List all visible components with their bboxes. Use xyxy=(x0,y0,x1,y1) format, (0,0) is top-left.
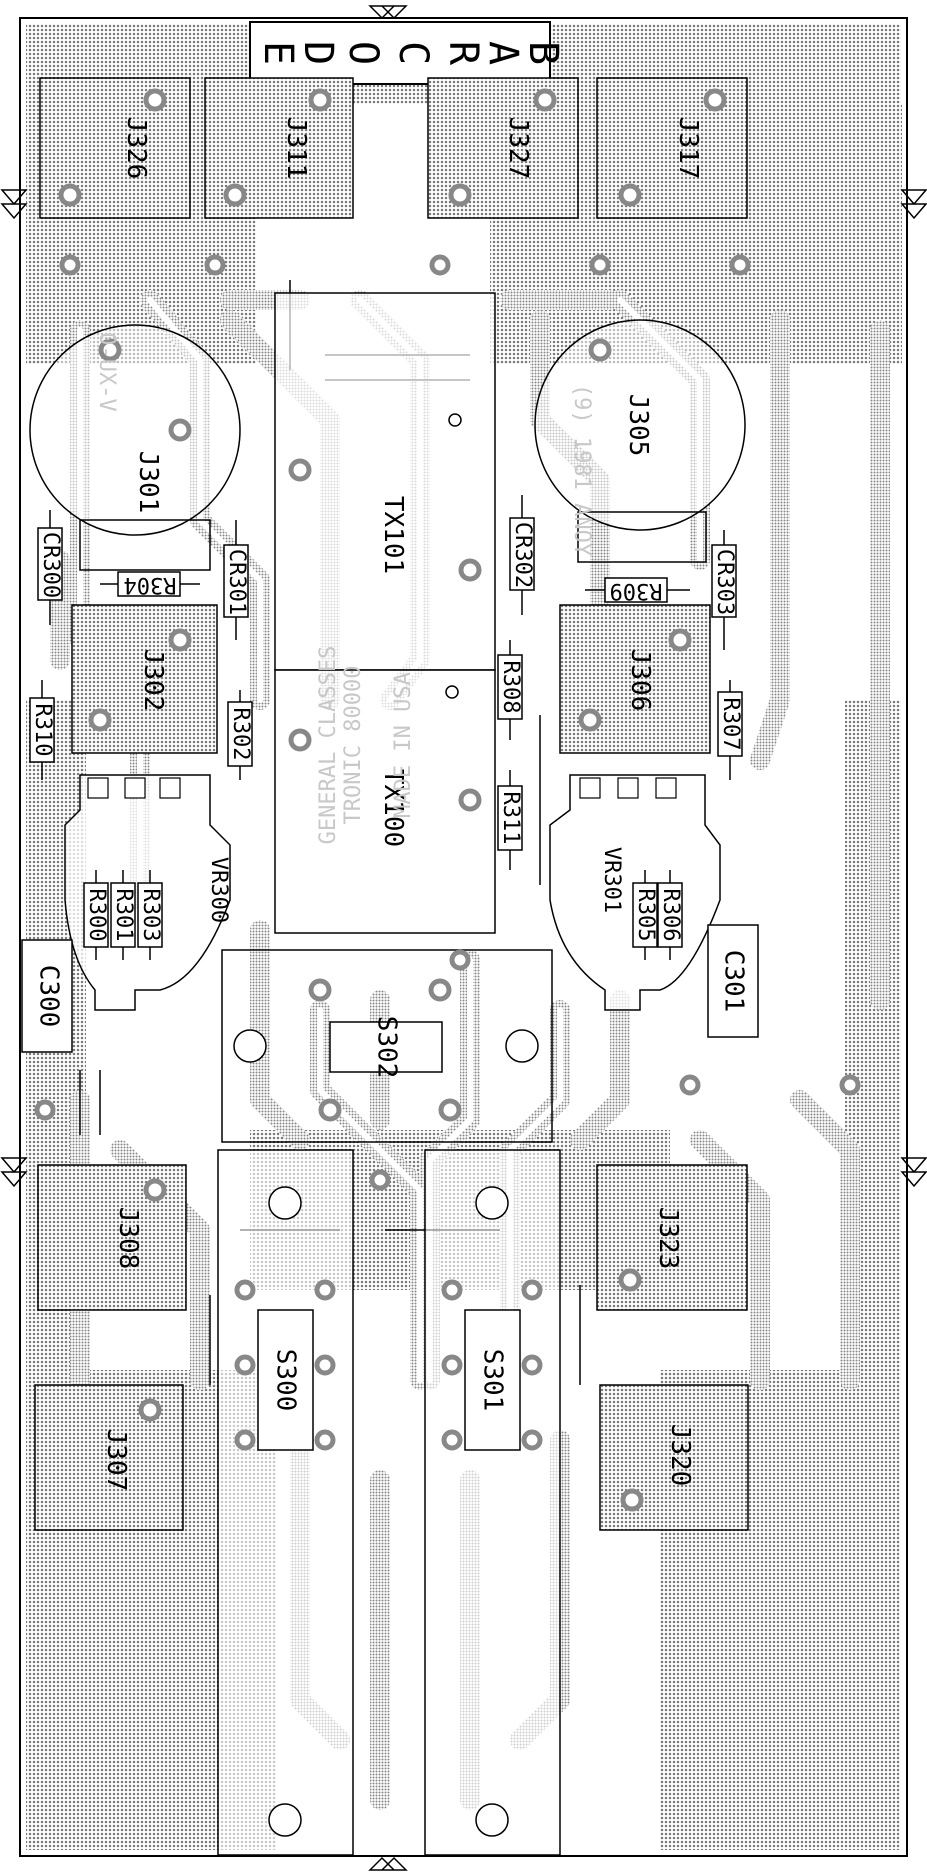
J307-label: J307 xyxy=(101,1429,131,1492)
jack-J317: J317 xyxy=(596,77,748,219)
resistor-R303: R303 xyxy=(137,870,163,960)
resistor-R309: R309 xyxy=(585,577,690,603)
CR303-label: CR303 xyxy=(712,549,737,615)
jack-J302: J302 xyxy=(71,604,218,754)
barcode-letter: C xyxy=(390,41,436,65)
R309-label: R309 xyxy=(610,578,663,603)
J326-label: J326 xyxy=(121,117,151,180)
switch-S302: S302 xyxy=(221,949,553,1143)
J320-label: J320 xyxy=(665,1424,695,1487)
R301-label: R301 xyxy=(111,889,136,942)
R311-label: R311 xyxy=(498,792,523,845)
jack-J326: J326 xyxy=(39,77,191,219)
barcode-letter: B xyxy=(520,41,566,65)
ghost-text: 0-UX-V xyxy=(94,332,119,411)
resistor-R307: R307 xyxy=(717,680,743,780)
ghost-text: (9) 1981 ANOY xyxy=(569,384,594,556)
J327-label: J327 xyxy=(503,117,533,180)
jack-J308: J308 xyxy=(37,1164,187,1311)
R305-label: R305 xyxy=(633,889,658,942)
resistor-R308: R308 xyxy=(497,640,523,740)
R304-label: R304 xyxy=(124,572,177,597)
VR300-label: VR300 xyxy=(206,857,231,923)
resistor-R306: R306 xyxy=(657,870,683,960)
barcode-box: B A R C O D E xyxy=(249,21,566,85)
R303-label: R303 xyxy=(138,889,163,942)
resistor-R311: R311 xyxy=(497,770,523,870)
transformer-block: TX101 TX100 GENERAL CLASSES TRONIC 80000… xyxy=(274,292,496,934)
S301-label: S301 xyxy=(478,1349,508,1412)
CR301-label: CR301 xyxy=(224,549,249,615)
barcode-letter: A xyxy=(480,41,526,65)
resistor-R304: R304 xyxy=(100,571,200,597)
VR301-label: VR301 xyxy=(599,847,624,913)
ghost-text: GENERAL CLASSES xyxy=(316,646,341,845)
barcode-letter: O xyxy=(340,41,386,65)
switch-S300: S300 xyxy=(217,1149,354,1856)
ghost-text: TRONIC 80000 xyxy=(341,666,366,825)
R308-label: R308 xyxy=(498,661,523,714)
C301-label: C301 xyxy=(719,950,749,1013)
J323-label: J323 xyxy=(653,1207,683,1270)
R310-label: R310 xyxy=(30,704,55,757)
capacitor-C301: C301 xyxy=(707,924,759,1038)
barcode-letter: D xyxy=(295,41,341,65)
J317-label: J317 xyxy=(673,117,703,180)
TX100-label: TX100 xyxy=(378,769,408,847)
resistor-R301: R301 xyxy=(110,870,136,960)
R302-label: R302 xyxy=(228,708,253,761)
resistor-R302: R302 xyxy=(227,690,253,780)
S300-label: S300 xyxy=(271,1349,301,1412)
diode-CR300: CR300 xyxy=(37,510,63,625)
resistor-R300: R300 xyxy=(83,870,109,960)
diode-CR301: CR301 xyxy=(223,520,249,640)
jack-J327: J327 xyxy=(427,77,579,219)
R307-label: R307 xyxy=(718,698,743,751)
J306-label: J306 xyxy=(625,649,655,712)
diode-CR302: CR302 xyxy=(509,495,535,615)
switch-S301: S301 xyxy=(424,1149,561,1856)
jack-J323: J323 xyxy=(596,1164,748,1311)
pot-J305: J305 (9) 1981 ANOY xyxy=(534,319,746,563)
CR302-label: CR302 xyxy=(510,522,535,588)
jack-J311: J311 xyxy=(204,77,354,219)
resistor-R305: R305 xyxy=(632,870,658,960)
J302-label: J302 xyxy=(138,649,168,712)
J311-label: J311 xyxy=(281,117,311,180)
CR300-label: CR300 xyxy=(38,532,63,598)
ghost-text: MADE IN USA xyxy=(391,672,416,818)
J305-label: J305 xyxy=(623,394,653,457)
diode-CR303: CR303 xyxy=(711,530,737,650)
registration-marks xyxy=(0,5,927,1871)
capacitor-C300: C300 xyxy=(21,939,73,1053)
J308-label: J308 xyxy=(113,1207,143,1270)
jack-J307: J307 xyxy=(34,1384,184,1531)
resistor-R310: R310 xyxy=(29,680,55,780)
barcode-letter: R xyxy=(440,41,486,66)
S302-label: S302 xyxy=(372,1016,402,1079)
TX101-label: TX101 xyxy=(378,496,408,574)
barcode-letter: E xyxy=(255,41,301,65)
vias xyxy=(34,254,861,1191)
jack-J320: J320 xyxy=(599,1384,749,1531)
jack-J306: J306 xyxy=(559,604,711,754)
J301-label: J301 xyxy=(133,451,163,514)
R306-label: R306 xyxy=(658,889,683,942)
C300-label: C300 xyxy=(34,965,64,1028)
pot-J301: J301 0-UX-V xyxy=(29,324,241,571)
R300-label: R300 xyxy=(84,889,109,942)
